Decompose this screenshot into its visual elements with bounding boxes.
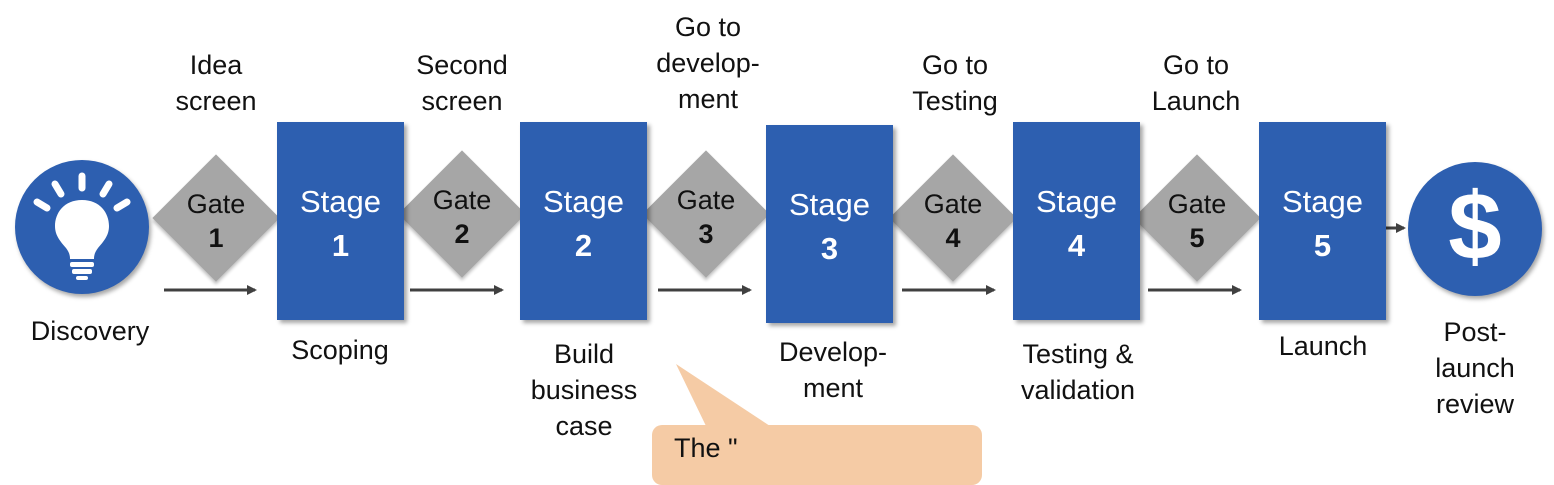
gate-2: Gate 2 [398,150,526,278]
gate-number: 2 [454,219,470,249]
gate-text: Gate 2 [398,183,526,251]
stage-3: Stage 3 [766,125,893,323]
gate-3: Gate 3 [642,150,770,278]
gate-word: Gate [923,189,983,219]
stage-4-caption: Testing & validation [1020,339,1136,405]
gate-number: 5 [1189,223,1205,253]
stage-text: Stage 1 [277,180,404,268]
stage-1-caption: Scoping [291,335,389,365]
gate-4: Gate 4 [889,154,1017,282]
flow-arrows [164,223,1406,295]
stage-2: Stage 2 [520,122,647,320]
stage-text: Stage 5 [1259,180,1386,268]
stage-text: Stage 2 [520,180,647,268]
gate-word: Gate [1167,189,1227,219]
stage-text: Stage 4 [1013,180,1140,268]
stage-word: Stage [299,184,381,219]
gate-1-caption: Idea screen [175,50,257,116]
gate-5: Gate 5 [1133,154,1261,282]
gate-5-caption: Go to Launch [1151,50,1241,116]
lightbulb-icon [33,172,131,280]
gate-2-caption: Second screen [416,50,508,116]
stage-5: Stage 5 [1259,122,1386,320]
discovery-circle [15,160,149,294]
gate-number: 1 [208,223,224,253]
discovery-label: Discovery [30,316,150,346]
stage-number: 3 [820,231,839,266]
gate-text: Gate 1 [152,187,280,255]
stage-word: Stage [1035,184,1117,219]
stage-number: 1 [331,228,350,263]
gate-word: Gate [432,185,492,215]
post-launch-label: Post- launch review [1435,317,1515,419]
callout-text: The " [674,433,738,463]
post-launch-circle: $ [1408,162,1542,296]
stage-number: 5 [1313,228,1332,263]
stage-number: 2 [574,228,593,263]
callout-pointer [676,364,770,426]
gate-text: Gate 4 [889,187,1017,255]
stage-3-caption: Develop- ment [778,337,888,403]
gate-number: 3 [698,219,714,249]
stage-text: Stage 3 [766,183,893,271]
stage-5-caption: Launch [1278,331,1368,361]
stage-1: Stage 1 [277,122,404,320]
gate-word: Gate [676,185,736,215]
gate-3-caption: Go to develop- ment [656,12,760,114]
callout-bubble: The " [652,425,982,485]
gate-4-caption: Go to Testing [912,50,998,116]
stage-word: Stage [788,187,870,222]
gate-number: 4 [945,223,961,253]
stage-4: Stage 4 [1013,122,1140,320]
gate-text: Gate 3 [642,183,770,251]
stage-word: Stage [542,184,624,219]
stage-2-caption: Build business case [530,339,638,441]
gate-word: Gate [186,189,246,219]
gate-text: Gate 5 [1133,187,1261,255]
gate-1: Gate 1 [152,154,280,282]
dollar-icon: $ [1448,173,1502,280]
stage-word: Stage [1281,184,1363,219]
stage-number: 4 [1067,228,1086,263]
